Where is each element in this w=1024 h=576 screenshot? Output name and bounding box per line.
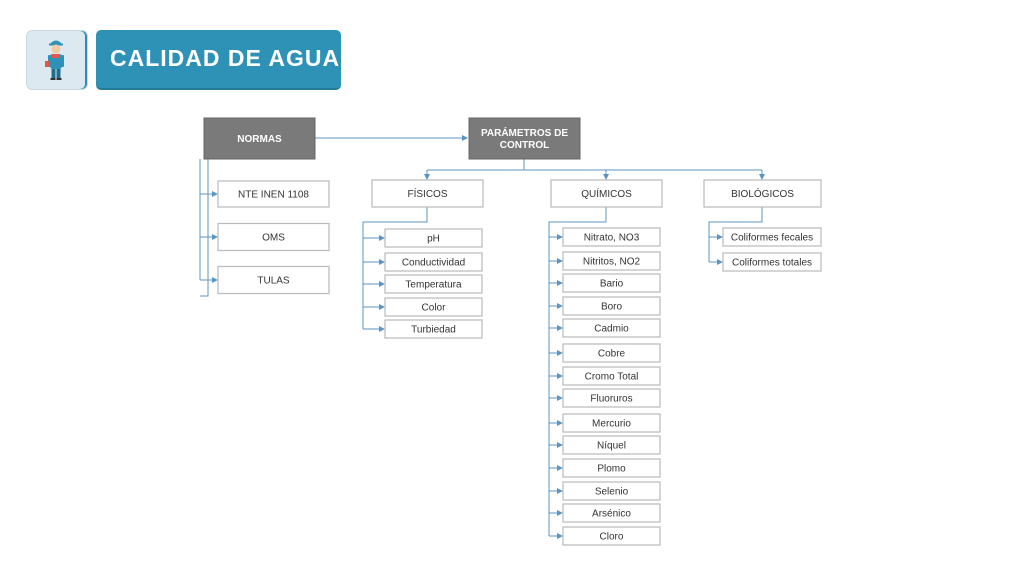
node-quimicos-item-label: Bario <box>600 279 624 290</box>
node-quimicos-item: Cromo Total <box>562 366 661 386</box>
node-fisicos-item-label: pH <box>427 234 440 245</box>
node-fisicos-item-label: Temperatura <box>405 280 462 291</box>
node-quimicos-item-label: Selenio <box>595 487 629 498</box>
node-norma-item: OMS <box>217 222 330 252</box>
node-quimicos: QUÍMICOS <box>550 179 663 208</box>
node-quimicos-item-box <box>562 296 661 316</box>
node-fisicos-box <box>371 179 484 208</box>
node-quimicos-item: Mercurio <box>562 413 661 433</box>
node-fisicos-item: Temperatura <box>384 274 483 294</box>
node-fisicos-item-box <box>384 228 483 248</box>
node-fisicos-item-box <box>384 297 483 317</box>
node-quimicos-item-label: Boro <box>601 302 623 313</box>
node-norma-item: TULAS <box>217 265 330 295</box>
node-fisicos-item: Conductividad <box>384 252 483 272</box>
node-quimicos-item-box <box>562 343 661 363</box>
node-normas-label: NORMAS <box>237 134 282 145</box>
node-parametros-label: PARÁMETROS DE <box>481 126 568 139</box>
node-quimicos-item-label: Cromo Total <box>585 372 639 383</box>
node-norma-item-box <box>217 265 330 295</box>
node-quimicos-item: Selenio <box>562 481 661 501</box>
node-quimicos-item-box <box>562 503 661 523</box>
node-quimicos-item-label: Níquel <box>597 441 626 452</box>
node-quimicos-item-box <box>562 413 661 433</box>
node-norma-item-label: TULAS <box>257 276 290 287</box>
node-quimicos-item-label: Arsénico <box>592 509 631 520</box>
node-quimicos-item-box <box>562 273 661 293</box>
node-quimicos-item-label: Plomo <box>597 464 626 475</box>
node-fisicos-item-box <box>384 319 483 339</box>
node-quimicos-item: Cadmio <box>562 318 661 338</box>
node-fisicos-item-box <box>384 252 483 272</box>
node-fisicos-item: pH <box>384 228 483 248</box>
node-quimicos-item: Níquel <box>562 435 661 455</box>
node-quimicos-item: Cloro <box>562 526 661 546</box>
node-quimicos-item: Cobre <box>562 343 661 363</box>
node-fisicos-item: Color <box>384 297 483 317</box>
node-quimicos-item-label: Fluoruros <box>590 394 632 405</box>
worker-icon <box>45 40 64 80</box>
node-fisicos-item-label: Color <box>422 303 447 314</box>
connector-lines <box>199 135 765 539</box>
node-quimicos-item: Nitritos, NO2 <box>562 251 661 271</box>
node-biologicos-item-box <box>722 227 822 247</box>
node-biologicos-label: BIOLÓGICOS <box>731 187 794 200</box>
node-quimicos-item-box <box>562 526 661 546</box>
biologicos-trunk <box>708 207 763 262</box>
node-quimicos-item-box <box>562 435 661 455</box>
node-quimicos-item-label: Mercurio <box>592 419 631 430</box>
node-biologicos-item-box <box>722 252 822 272</box>
node-quimicos-item-box <box>562 251 661 271</box>
node-normas: NORMAS <box>203 117 316 160</box>
node-quimicos-item: Arsénico <box>562 503 661 523</box>
node-norma-item-label: NTE INEN 1108 <box>238 190 309 201</box>
node-quimicos-item-box <box>562 366 661 386</box>
node-biologicos: BIOLÓGICOS <box>703 179 822 208</box>
node-quimicos-item-box <box>562 227 661 247</box>
node-fisicos-label: FÍSICOS <box>407 187 447 200</box>
node-norma-item-box <box>217 180 330 208</box>
node-fisicos-item-label: Turbiedad <box>411 325 456 336</box>
node-quimicos-item-box <box>562 458 661 478</box>
node-quimicos-item: Boro <box>562 296 661 316</box>
node-quimicos-item-label: Cobre <box>598 349 626 360</box>
title-banner: CALIDAD DE AGUA <box>96 30 341 90</box>
node-biologicos-item: Coliformes totales <box>722 252 822 272</box>
node-biologicos-box <box>703 179 822 208</box>
node-biologicos-item-label: Coliformes totales <box>732 258 812 269</box>
node-quimicos-item-box <box>562 388 661 408</box>
node-fisicos-item-box <box>384 274 483 294</box>
node-fisicos-item: Turbiedad <box>384 319 483 339</box>
node-quimicos-item-label: Nitritos, NO2 <box>583 257 641 268</box>
node-quimicos-item-label: Nitrato, NO3 <box>584 233 640 244</box>
node-norma-item-label: OMS <box>262 233 285 244</box>
node-norma-item: NTE INEN 1108 <box>217 180 330 208</box>
node-quimicos-item-box <box>562 318 661 338</box>
node-quimicos-item-box <box>562 481 661 501</box>
node-quimicos-item: Fluoruros <box>562 388 661 408</box>
node-quimicos-item: Plomo <box>562 458 661 478</box>
node-quimicos-box <box>550 179 663 208</box>
header-icon-box <box>26 30 88 90</box>
node-normas-box <box>203 117 316 160</box>
node-biologicos-item: Coliformes fecales <box>722 227 822 247</box>
node-norma-item-box <box>217 222 330 252</box>
node-quimicos-label: QUÍMICOS <box>581 187 632 200</box>
node-quimicos-item: Nitrato, NO3 <box>562 227 661 247</box>
node-quimicos-item-label: Cloro <box>600 532 624 543</box>
node-biologicos-item-label: Coliformes fecales <box>731 233 813 244</box>
node-fisicos-item-label: Conductividad <box>402 258 465 269</box>
normas-trunk <box>200 159 209 297</box>
node-parametros-box <box>468 117 581 160</box>
node-fisicos: FÍSICOS <box>371 179 484 208</box>
quimicos-trunk <box>548 207 607 536</box>
page-title: CALIDAD DE AGUA <box>110 45 341 71</box>
fisicos-trunk <box>362 207 428 329</box>
node-quimicos-item: Bario <box>562 273 661 293</box>
node-quimicos-item-label: Cadmio <box>594 324 629 335</box>
node-parametros-label: CONTROL <box>500 140 549 151</box>
